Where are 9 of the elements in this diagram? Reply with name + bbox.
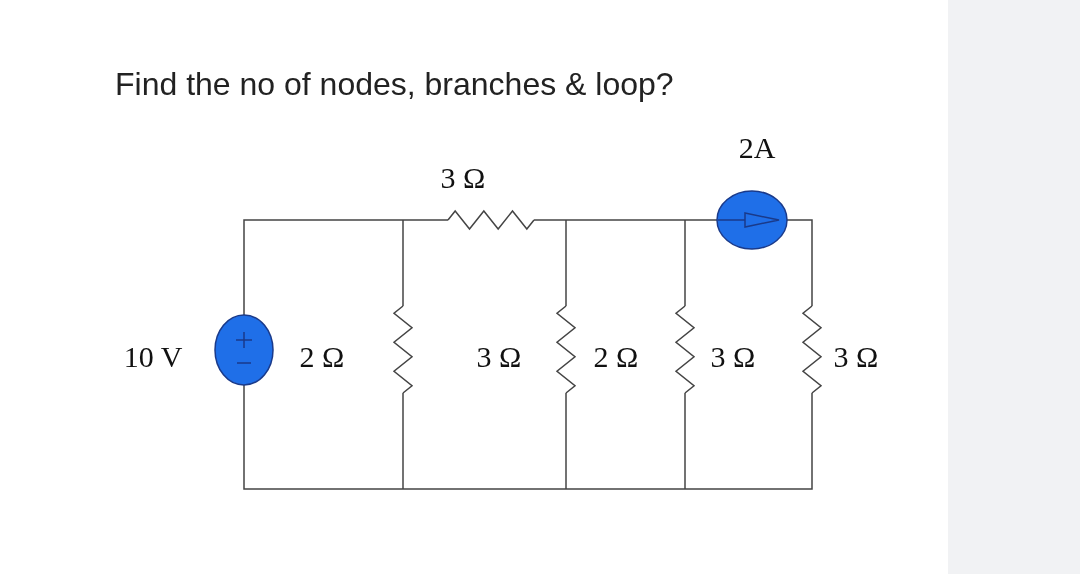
component-value: 3 Ω xyxy=(710,342,756,372)
question-title: Find the no of nodes, branches & loop? xyxy=(115,66,674,103)
component-value: 2 Ω xyxy=(299,342,345,372)
component-value: 2A xyxy=(738,133,776,163)
component-value: 10 V xyxy=(123,342,183,372)
component-value: 3 Ω xyxy=(833,342,879,372)
component-value: 3 Ω xyxy=(440,163,486,193)
component-value: 2 Ω xyxy=(593,342,639,372)
component-value: 3 Ω xyxy=(476,342,522,372)
